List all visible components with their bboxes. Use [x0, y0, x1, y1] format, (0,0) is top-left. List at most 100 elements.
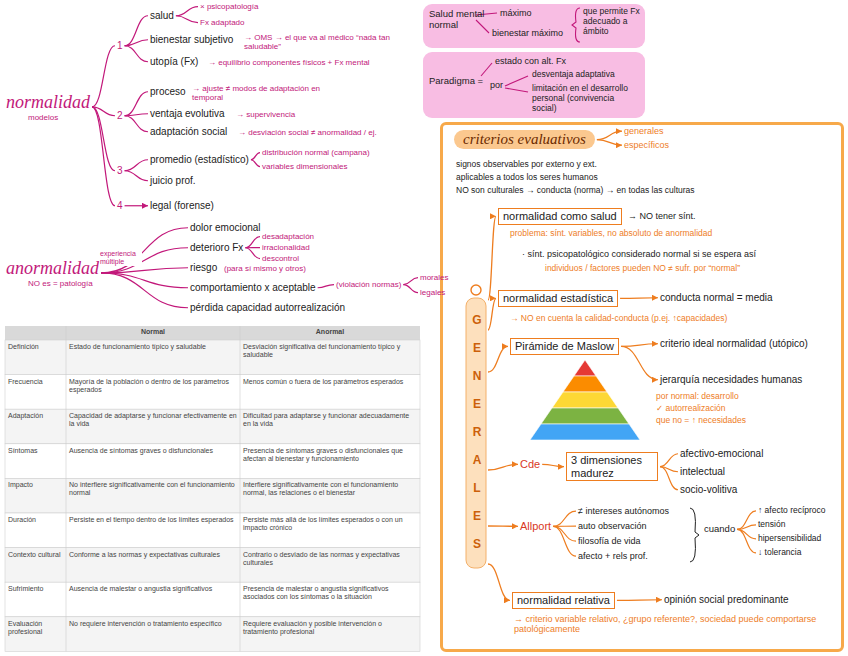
branch-connector — [737, 525, 756, 530]
table-cell: Presencia de síntomas graves o disfuncio… — [243, 447, 417, 463]
table-cell: Persiste más allá de los límites esperad… — [243, 516, 417, 532]
branch-connector — [125, 205, 148, 206]
node-text: hipersensibilidad — [758, 534, 821, 544]
branch-connector — [245, 248, 260, 259]
branch-term: irracionalidad — [262, 243, 310, 252]
note-text: · sínt. psicopatológico considerado norm… — [522, 249, 756, 259]
note-text: (para sí mismo y otros) — [224, 264, 306, 273]
node-text: Salud mental normal — [429, 9, 487, 31]
node-text: GENERALES — [471, 306, 483, 558]
table-cell: Capacidad de adaptarse y funcionar efect… — [69, 412, 237, 428]
node-text: comportamiento x aceptable — [190, 282, 316, 294]
node-text: juicio prof. — [150, 175, 196, 187]
branch-connector — [553, 526, 576, 556]
node-text: limitación en el desarrollo personal (co… — [532, 84, 640, 113]
branch-connector — [125, 114, 148, 116]
pink-box-strokes — [476, 8, 580, 92]
branch-connector — [597, 140, 622, 146]
node-text: cuando — [704, 524, 735, 535]
note-text: → equilibrio componentes físicos + Fx me… — [208, 58, 370, 67]
branch-term: × psicopatología — [200, 2, 259, 11]
branch-term: 4 — [117, 200, 123, 212]
node-text: por — [490, 80, 503, 90]
node-text: filosofía de vida — [578, 536, 641, 546]
branch-connector — [176, 7, 198, 16]
table-row — [5, 478, 420, 513]
pyramid-layer — [574, 360, 596, 376]
branch-term: (violación normas) — [336, 280, 401, 289]
branch-connector — [621, 344, 658, 347]
branch-connector — [542, 464, 564, 466]
generales-band — [466, 298, 486, 568]
branch-connector — [737, 511, 756, 530]
branch-term: ventaja evolutiva — [150, 108, 225, 120]
node-text: distribución normal (campana) — [262, 148, 370, 157]
branch-connector — [101, 268, 188, 273]
branch-term: Cde — [520, 458, 540, 471]
table-row — [5, 444, 420, 479]
branch-term: proceso — [150, 86, 186, 98]
node-text: anormalidad — [6, 258, 99, 279]
node-text: irracionalidad — [262, 243, 310, 252]
branch-term: morales — [420, 273, 448, 282]
node-text: variables dimensionales — [262, 162, 347, 171]
node-text: legales — [420, 288, 445, 297]
branch-connector — [403, 285, 418, 293]
node-text: (violación normas) — [336, 280, 401, 289]
branch-term: ↑ afecto recíproco — [758, 506, 826, 516]
node-text: normalidad como salud — [503, 210, 617, 223]
node-text: afectivo-emocional — [680, 448, 763, 460]
branch-term: auto observación — [578, 521, 647, 531]
pyramid-layer — [541, 408, 629, 424]
boxed-term: 3 dimensiones madurez — [566, 452, 658, 481]
table-cell: Normal — [69, 328, 237, 336]
table-cell: Duración — [8, 516, 63, 524]
pink-box: Paradigma =estado con alt. Fxpordesventa… — [423, 52, 645, 118]
branch-line — [488, 564, 510, 600]
table-rule — [66, 326, 67, 651]
branch-term: juicio prof. — [150, 175, 196, 187]
branch-term: descontrol — [262, 254, 299, 263]
pink-box: Salud mental normalmáximobienestar máxim… — [423, 4, 645, 48]
branch-term: legales — [420, 288, 445, 297]
bracket-line — [505, 76, 528, 86]
boxed-term: Pirámide de Maslow — [510, 338, 619, 355]
branch-term: ↓ tolerancia — [758, 548, 801, 558]
table-cell: Ausencia de malestar o angustia signific… — [69, 585, 237, 593]
node-text: 3 dimensiones madurez — [571, 454, 653, 479]
note-text: → OMS → el que va al médico “nada tan sa… — [244, 33, 419, 51]
node-text: jerarquía necesidades humanas — [660, 374, 802, 386]
branch-term: riesgo — [190, 262, 217, 274]
branch-connector — [403, 278, 418, 285]
branch-connector — [125, 46, 148, 62]
table-cell: Interfiere significativamente con el fun… — [243, 481, 417, 497]
note-text: ✓ autorrealización — [656, 404, 726, 414]
note-text: signos observables por externo y ext. — [456, 160, 597, 170]
table-cell: Anormal — [243, 328, 417, 336]
maslow-pyramid — [530, 360, 640, 440]
table-row — [5, 617, 420, 652]
node-text: 3 — [117, 165, 123, 177]
node-text: NO es = patología — [28, 279, 99, 288]
branch-term: Allport — [520, 520, 551, 533]
branch-connector — [92, 46, 115, 107]
branch-term: 2 — [117, 110, 123, 122]
node-text: × psicopatología — [200, 2, 259, 11]
table-cell: Adaptación — [8, 412, 63, 420]
node-text: opinión social predominante — [664, 594, 789, 606]
node-text: Allport — [520, 520, 551, 533]
table-cell: Impacto — [8, 481, 63, 489]
branch-term: cuando — [704, 524, 735, 535]
branch-term: intelectual — [680, 466, 725, 478]
node-text: morales — [420, 273, 448, 282]
node-text: auto observación — [578, 521, 647, 531]
branch-connector — [176, 16, 198, 23]
table-cell: No requiere intervención o tratamiento e… — [69, 620, 237, 628]
branch-connector — [125, 16, 148, 46]
boxed-term: normalidad estadística — [498, 290, 618, 307]
note-text: → desviación social ≠ anormalidad / ej. — [238, 128, 377, 137]
branch-term: comportamiento x aceptable — [190, 282, 316, 294]
table-cell: Contrario o desviado de las normas y exp… — [243, 551, 417, 567]
branch-connector — [101, 273, 188, 288]
